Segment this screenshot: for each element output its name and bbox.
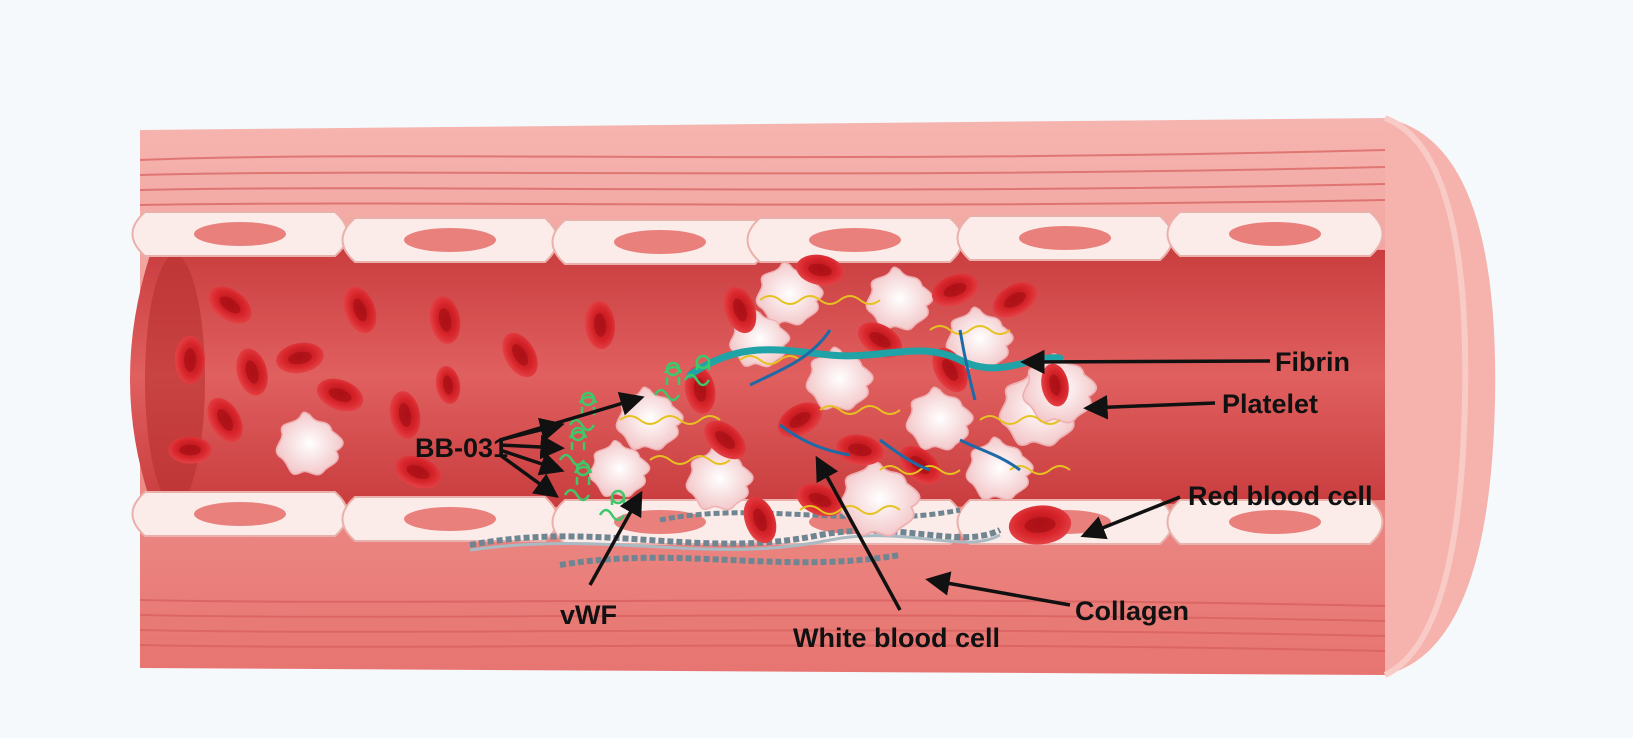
arrow-bb031-2 bbox=[499, 417, 565, 442]
label-vwf: vWF bbox=[560, 600, 617, 630]
arrow-bb031-5 bbox=[498, 453, 559, 498]
arrow-fibrin bbox=[1020, 349, 1271, 375]
label-white-blood-cell: White blood cell bbox=[793, 623, 1000, 653]
thrombus bbox=[589, 251, 1098, 548]
arrow-vwf bbox=[588, 490, 643, 586]
arrow-red-blood-cell bbox=[1080, 495, 1181, 540]
endothelium-top bbox=[131, 211, 1384, 265]
label-fibrin: Fibrin bbox=[1275, 347, 1350, 377]
arrow-collagen bbox=[925, 571, 1071, 607]
label-red-blood-cell: Red blood cell bbox=[1188, 481, 1373, 511]
label-platelet: Platelet bbox=[1222, 389, 1318, 419]
collagen-fibers bbox=[469, 507, 1002, 568]
label-bb031: BB-031 bbox=[415, 433, 508, 463]
label-collagen: Collagen bbox=[1075, 596, 1189, 626]
arrow-bb031-3 bbox=[499, 434, 565, 460]
arrow-white-blood-cell bbox=[815, 455, 902, 611]
arrow-platelet bbox=[1083, 394, 1216, 420]
arrow-bb031-4 bbox=[499, 448, 565, 476]
label-arrows bbox=[498, 349, 1271, 611]
labels: BB-031 vWF White blood cell Collagen Red… bbox=[415, 347, 1373, 653]
